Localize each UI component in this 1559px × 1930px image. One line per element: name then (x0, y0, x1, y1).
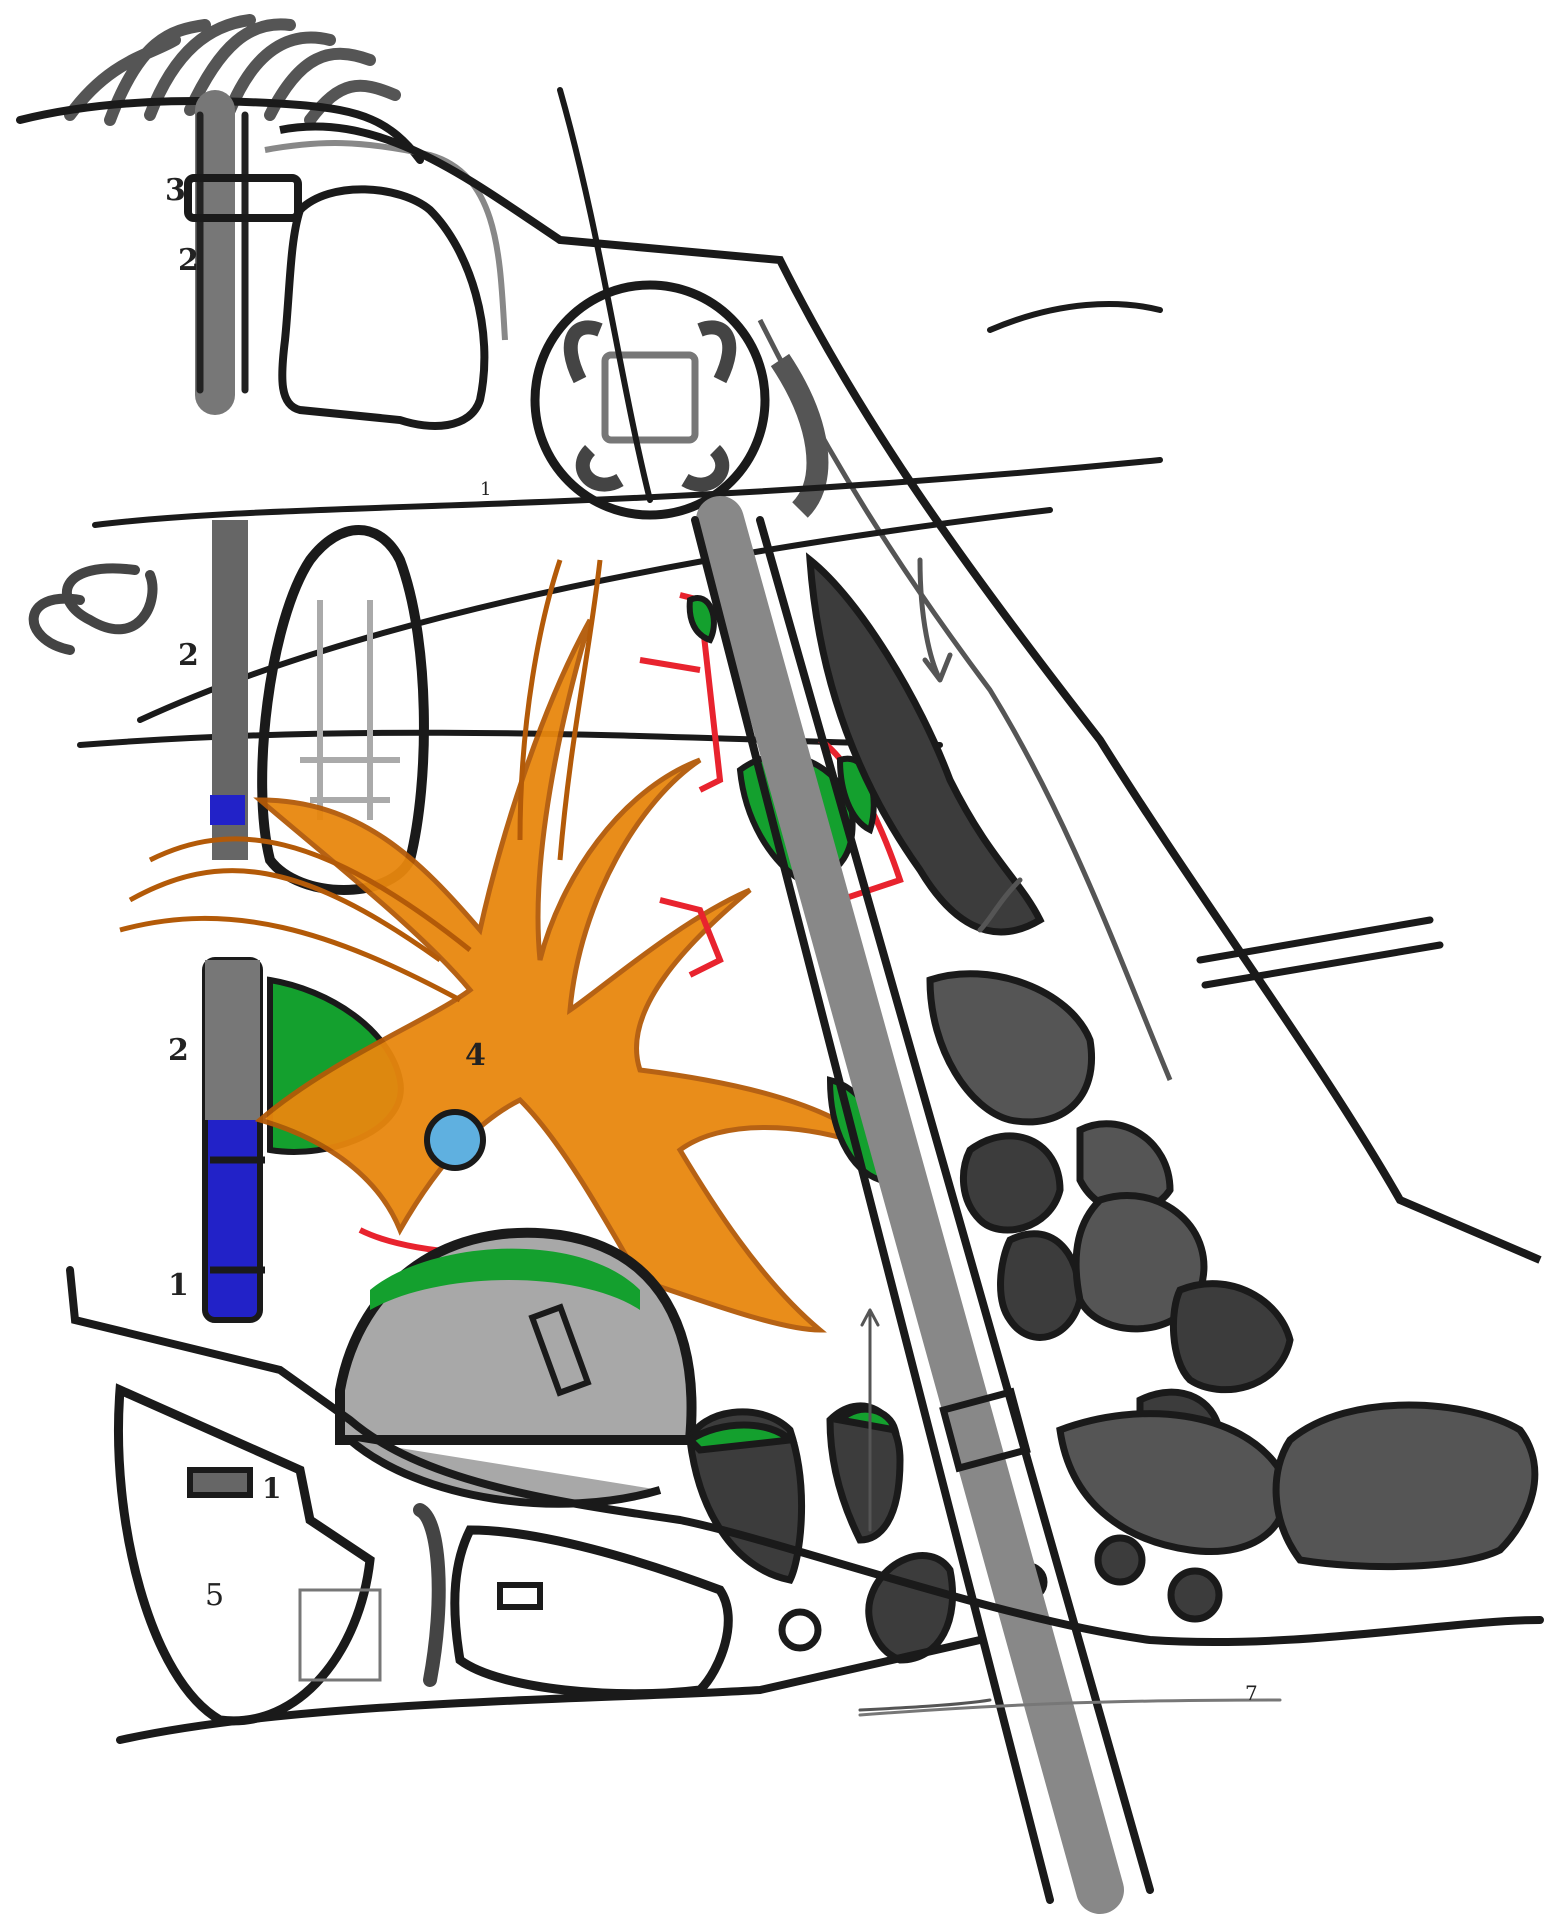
label-1-small: 1 (480, 479, 491, 500)
label-5: 5 (205, 1578, 224, 1613)
label-3: 3 (165, 173, 186, 208)
central-fountain (427, 1112, 483, 1168)
label-1-left: 1 (168, 1268, 189, 1303)
roundabout (535, 285, 817, 515)
label-2-mid: 2 (178, 638, 199, 673)
left-hooks (34, 568, 153, 650)
label-2-low: 2 (168, 1033, 189, 1068)
top-block (282, 189, 484, 426)
label-4: 4 (465, 1038, 486, 1073)
lower-dome-block (340, 1233, 691, 1504)
label-2-top: 2 (178, 243, 199, 278)
label-1-block: 1 (262, 1472, 281, 1505)
label-7: 7 (1245, 1681, 1258, 1705)
top-block-outer (265, 143, 505, 340)
cross-lines (80, 90, 1440, 985)
